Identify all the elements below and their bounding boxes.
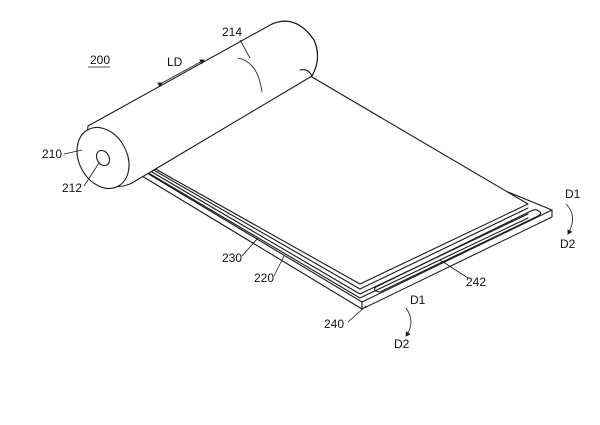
bend-right-to-label: D2 bbox=[560, 237, 576, 251]
reference-labels: 200 LD 214 210 212 230 220 240 242 bbox=[42, 25, 486, 331]
roller-label: 210 bbox=[42, 147, 62, 161]
direction-arrow bbox=[157, 59, 205, 88]
base-plate-label: 240 bbox=[324, 317, 344, 331]
upper-layer-leader bbox=[241, 237, 259, 257]
lower-layer-label: 220 bbox=[254, 271, 274, 285]
plate-slot-leader bbox=[439, 259, 469, 279]
lower-layer-leader bbox=[273, 255, 285, 277]
roller bbox=[76, 20, 319, 189]
direction-label: LD bbox=[167, 55, 183, 69]
figure-ref-label: 200 bbox=[90, 53, 110, 67]
bend-right-from-label: D1 bbox=[565, 187, 581, 201]
lower-layer bbox=[139, 164, 529, 299]
base-plate-leader bbox=[347, 305, 367, 323]
roller-slot-leader bbox=[239, 39, 251, 59]
roller-hole-leader bbox=[83, 162, 100, 187]
roller-hole-label: 212 bbox=[62, 181, 82, 195]
roller-slot-label: 214 bbox=[222, 25, 242, 39]
bend-bottom-arrow bbox=[405, 307, 412, 337]
bend-arrow-bottom: D1 D2 bbox=[394, 293, 426, 351]
roller-leader bbox=[63, 149, 83, 155]
bend-arrow-right: D1 D2 bbox=[560, 187, 581, 251]
plate-slot bbox=[373, 209, 542, 293]
bend-bottom-from-label: D1 bbox=[410, 293, 426, 307]
upper-layer bbox=[137, 160, 529, 290]
upper-layer-label: 230 bbox=[222, 251, 242, 265]
plate-slot-label: 242 bbox=[466, 275, 486, 289]
bend-bottom-to-label: D2 bbox=[394, 337, 410, 351]
bend-right-arrow bbox=[565, 203, 573, 235]
